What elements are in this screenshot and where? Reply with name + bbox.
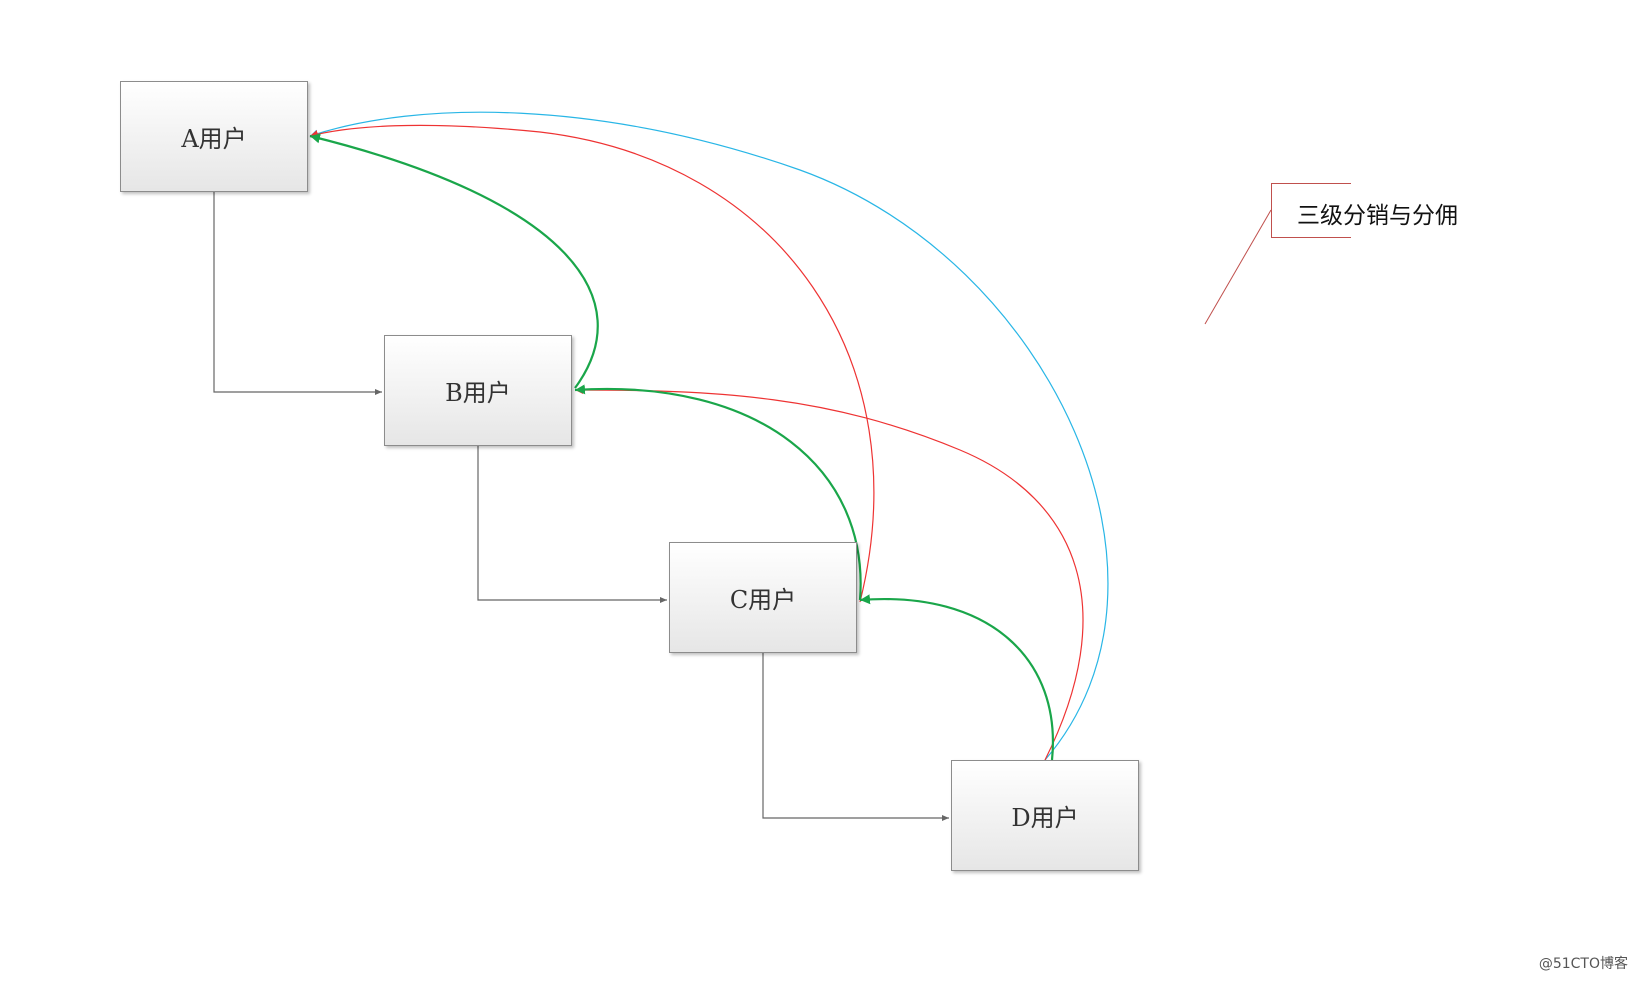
- callout-text: 三级分销与分佣: [1297, 203, 1458, 229]
- connector-c-to-d: [762, 653, 949, 821]
- callout-leader-line: [1204, 209, 1272, 325]
- node-user-b-label: B用户: [445, 379, 511, 407]
- connector-b-to-c: [477, 446, 667, 603]
- node-user-d: D用户: [951, 760, 1139, 871]
- callout-bracket: [1271, 183, 1351, 238]
- node-user-b: B用户: [384, 335, 572, 446]
- commission-arrow-d-to-a: [309, 111, 1109, 761]
- node-user-c: C用户: [669, 542, 857, 653]
- commission-arrow-c-to-a: [309, 124, 875, 603]
- connector-a-to-b: [213, 192, 382, 395]
- node-user-c-label: C用户: [729, 586, 797, 614]
- commission-arrow-b-to-a: [309, 133, 599, 389]
- commission-arrow-d-to-b: [574, 386, 1084, 761]
- node-user-d-label: D用户: [1011, 804, 1079, 832]
- node-user-a: A用户: [120, 81, 308, 192]
- commission-arrow-c-to-b: [574, 384, 862, 601]
- node-user-a-label: A用户: [181, 125, 247, 153]
- commission-arrow-d-to-c: [859, 594, 1055, 761]
- watermark: @51CTO博客: [1538, 956, 1628, 972]
